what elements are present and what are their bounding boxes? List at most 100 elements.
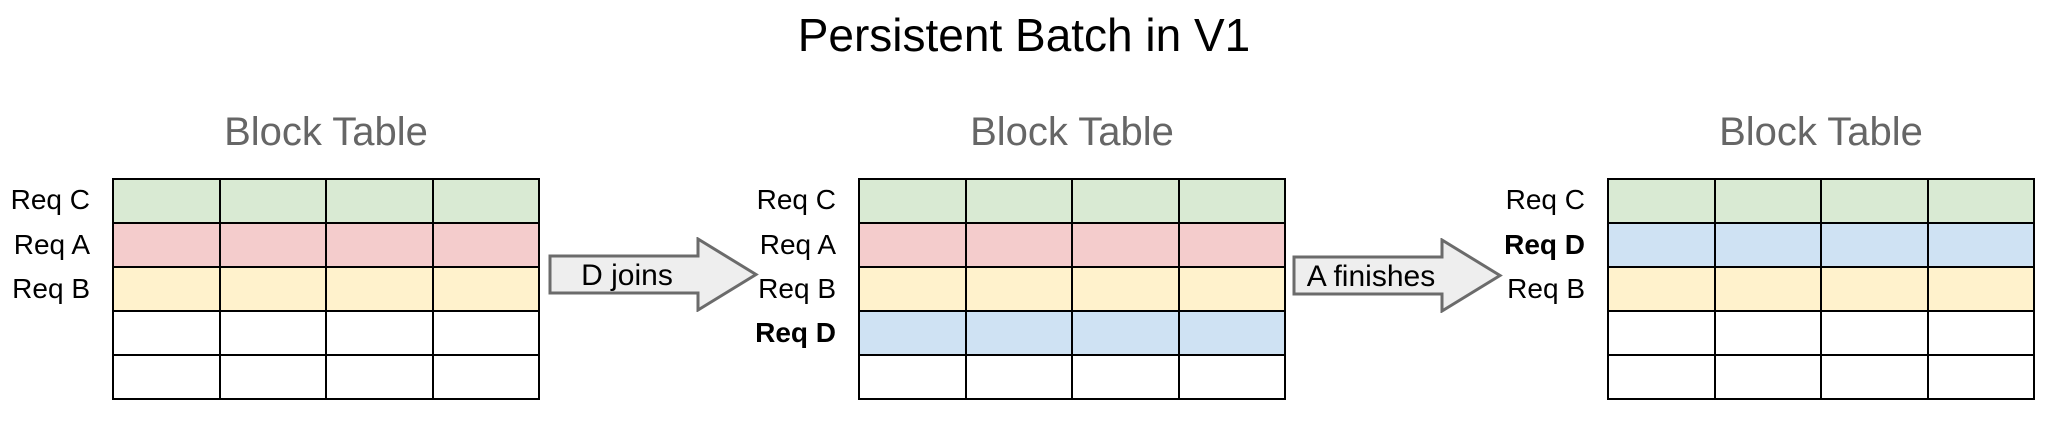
block-cell <box>327 356 434 398</box>
block-cell <box>434 268 539 310</box>
block-cell <box>327 180 434 222</box>
block-cell <box>1716 180 1822 222</box>
block-cell <box>114 268 221 310</box>
transition-arrow-d-joins: D joins <box>548 237 759 312</box>
row-labels: Req C Req A Req B Req D <box>666 178 836 400</box>
block-cell <box>1609 356 1716 398</box>
block-cell <box>1180 180 1285 222</box>
block-cell <box>221 268 327 310</box>
block-row-req-a <box>860 224 1284 268</box>
right-arrow-icon <box>548 237 759 312</box>
block-cell <box>1822 356 1929 398</box>
block-cell <box>434 312 539 354</box>
block-cell <box>860 356 967 398</box>
block-row-req-d <box>860 312 1284 356</box>
row-label-req-b: Req B <box>758 273 836 305</box>
row-label-req-c: Req C <box>756 184 836 216</box>
block-cell <box>1073 268 1180 310</box>
block-cell <box>1716 224 1822 266</box>
block-row-req-b <box>860 268 1284 312</box>
block-cell <box>1073 224 1180 266</box>
block-cell <box>1716 312 1822 354</box>
block-cell <box>1180 224 1285 266</box>
block-cell <box>860 180 967 222</box>
block-cell <box>860 312 967 354</box>
block-cell <box>221 180 327 222</box>
block-cell <box>1929 180 2034 222</box>
block-row-req-c <box>1609 180 2033 224</box>
block-row-req-c <box>860 180 1284 224</box>
block-cell <box>1929 356 2034 398</box>
block-cell <box>114 224 221 266</box>
block-cell <box>1822 312 1929 354</box>
block-cell <box>967 268 1073 310</box>
block-cell <box>221 312 327 354</box>
block-cell <box>1180 268 1285 310</box>
block-cell <box>967 180 1073 222</box>
block-cell <box>114 356 221 398</box>
block-cell <box>1609 268 1716 310</box>
row-label-req-b: Req B <box>1507 273 1585 305</box>
block-cell <box>1716 268 1822 310</box>
block-cell <box>434 224 539 266</box>
row-label-empty <box>1415 311 1585 355</box>
block-table-heading: Block Table <box>224 110 428 154</box>
block-cell <box>327 268 434 310</box>
row-label-req-b: Req B <box>12 273 90 305</box>
page-title: Persistent Batch in V1 <box>797 9 1251 61</box>
block-cell <box>1180 312 1285 354</box>
arrow-label: D joins <box>581 259 673 292</box>
block-cell <box>327 312 434 354</box>
block-row-empty <box>1609 356 2033 398</box>
block-cell <box>1822 268 1929 310</box>
row-label-req-c: Req C <box>1505 184 1585 216</box>
row-label-req-d: Req D <box>755 317 836 349</box>
block-row-empty <box>114 312 538 356</box>
block-row-req-d <box>1609 224 2033 268</box>
row-labels: Req C Req A Req B <box>0 178 90 400</box>
arrow-label: A finishes <box>1307 260 1435 293</box>
block-cell <box>1929 268 2034 310</box>
block-cell <box>967 312 1073 354</box>
transition-arrow-a-finishes: A finishes <box>1292 238 1503 313</box>
block-row-req-a <box>114 224 538 268</box>
block-cell <box>434 180 539 222</box>
block-cell <box>1716 356 1822 398</box>
block-cell <box>1073 356 1180 398</box>
row-label-req-d: Req D <box>1504 228 1585 260</box>
row-label-req-a: Req A <box>759 228 836 260</box>
block-row-empty <box>114 356 538 398</box>
block-cell <box>221 356 327 398</box>
row-label-req-c: Req C <box>10 184 90 216</box>
block-cell <box>1609 312 1716 354</box>
block-table-heading: Block Table <box>1719 110 1923 154</box>
block-cell <box>1180 356 1285 398</box>
row-label-req-a: Req A <box>13 228 90 260</box>
row-labels: Req C Req D Req B <box>1415 178 1585 400</box>
block-table-heading: Block Table <box>970 110 1174 154</box>
block-row-req-b <box>114 268 538 312</box>
block-table <box>1607 178 2035 400</box>
block-cell <box>1822 180 1929 222</box>
block-row-empty <box>860 356 1284 398</box>
block-row-req-c <box>114 180 538 224</box>
block-cell <box>1073 180 1180 222</box>
block-cell <box>1609 180 1716 222</box>
block-cell <box>1929 312 2034 354</box>
block-row-empty <box>1609 312 2033 356</box>
block-table <box>112 178 540 400</box>
block-cell <box>967 356 1073 398</box>
row-label-empty <box>0 356 90 400</box>
block-cell <box>1609 224 1716 266</box>
block-table <box>858 178 1286 400</box>
block-cell <box>434 356 539 398</box>
row-label-empty <box>666 356 836 400</box>
block-cell <box>1822 224 1929 266</box>
block-cell <box>221 224 327 266</box>
block-cell <box>860 268 967 310</box>
right-arrow-icon <box>1292 238 1503 313</box>
block-cell <box>1073 312 1180 354</box>
row-label-empty <box>0 311 90 355</box>
block-cell <box>114 312 221 354</box>
block-cell <box>1929 224 2034 266</box>
